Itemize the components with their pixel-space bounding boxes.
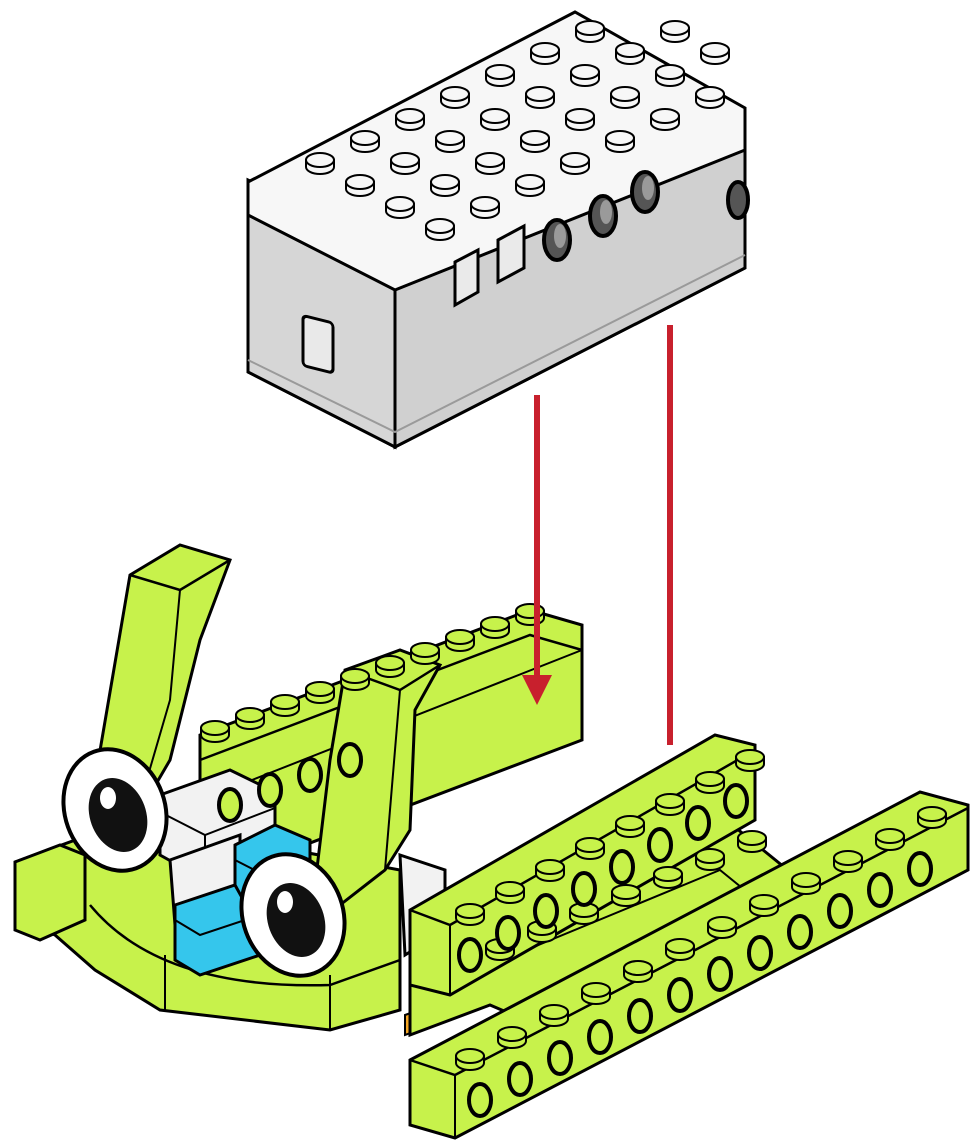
green-stud <box>696 772 724 793</box>
beam-hole <box>589 1021 611 1053</box>
hub-stud <box>396 109 424 130</box>
green-stud <box>654 867 682 888</box>
green-stud <box>616 816 644 837</box>
green-stud <box>736 750 764 771</box>
hub-stud <box>611 87 639 108</box>
green-stud <box>750 895 778 916</box>
green-stud <box>876 829 904 850</box>
green-stud <box>582 983 610 1004</box>
beam-hole <box>789 916 811 948</box>
hub-stud <box>471 197 499 218</box>
hub-stud <box>606 131 634 152</box>
hub-stud <box>486 65 514 86</box>
hub-stud <box>661 21 689 42</box>
hub-stud <box>531 43 559 64</box>
beam-hole <box>497 917 519 949</box>
green-stud <box>656 794 684 815</box>
hub-stud <box>476 153 504 174</box>
hub-stud <box>561 153 589 174</box>
beam-hole <box>219 789 241 821</box>
hub-stud <box>656 65 684 86</box>
beam-hole <box>469 1084 491 1116</box>
green-stud <box>540 1005 568 1026</box>
hub-stud <box>701 43 729 64</box>
beam-hole <box>339 744 361 776</box>
beam-hole <box>549 1042 571 1074</box>
green-stud <box>696 849 724 870</box>
hub-stud <box>576 21 604 42</box>
hub-stud <box>346 175 374 196</box>
smarthub-port-left <box>303 316 333 373</box>
green-stud <box>576 838 604 859</box>
hub-stud <box>566 109 594 130</box>
green-stud <box>446 630 474 651</box>
hub-stud <box>431 175 459 196</box>
beam-hole <box>535 895 557 927</box>
frog-model <box>15 545 968 1138</box>
beam-hole <box>259 774 281 806</box>
green-stud <box>201 721 229 742</box>
beam-hole <box>687 807 709 839</box>
beam-hole <box>509 1063 531 1095</box>
hub-stud <box>481 109 509 130</box>
hub-stud <box>391 153 419 174</box>
green-stud <box>536 860 564 881</box>
green-stud <box>738 831 766 852</box>
hub-stud <box>651 109 679 130</box>
green-stud <box>376 656 404 677</box>
beam-hole <box>611 851 633 883</box>
green-stud <box>456 904 484 925</box>
beam-hole <box>725 785 747 817</box>
beam-hole <box>299 759 321 791</box>
hub-stud <box>516 175 544 196</box>
green-stud <box>271 695 299 716</box>
hub-stud <box>351 131 379 152</box>
hub-stud <box>436 131 464 152</box>
green-stud <box>341 669 369 690</box>
green-stud <box>411 643 439 664</box>
hub-stud <box>571 65 599 86</box>
beam-hole <box>669 979 691 1011</box>
green-stud <box>792 873 820 894</box>
green-stud <box>612 885 640 906</box>
guide-arrows <box>522 325 670 745</box>
beam-hole <box>829 895 851 927</box>
hub-stud <box>426 219 454 240</box>
beam-hole <box>909 853 931 885</box>
hub-stud <box>526 87 554 108</box>
green-stud <box>918 807 946 828</box>
beam-hole <box>749 937 771 969</box>
beam-hole <box>709 958 731 990</box>
green-stud <box>481 617 509 638</box>
hub-stud <box>521 131 549 152</box>
beam-hole <box>869 874 891 906</box>
hub-stud <box>616 43 644 64</box>
green-stud <box>456 1049 484 1070</box>
green-stud <box>708 917 736 938</box>
green-stud <box>624 961 652 982</box>
beam-hole <box>629 1000 651 1032</box>
green-stud <box>306 682 334 703</box>
green-stud <box>496 882 524 903</box>
frog-foot-left <box>15 845 85 940</box>
green-stud <box>498 1027 526 1048</box>
hub-stud <box>696 87 724 108</box>
green-stud <box>834 851 862 872</box>
green-stud <box>236 708 264 729</box>
beam-hole <box>459 939 481 971</box>
green-stud <box>666 939 694 960</box>
hub-stud <box>441 87 469 108</box>
beam-hole <box>649 829 671 861</box>
hub-stud <box>386 197 414 218</box>
hub-stud <box>306 153 334 174</box>
beam-hole <box>573 873 595 905</box>
